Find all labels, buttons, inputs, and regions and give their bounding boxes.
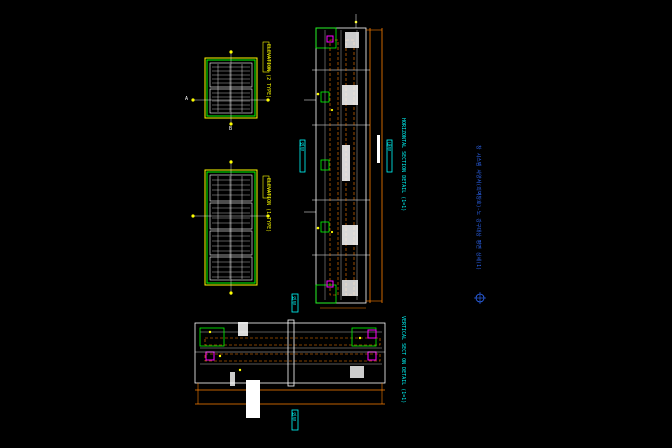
section-mark-b: B — [229, 126, 233, 132]
elevation-1-type — [191, 160, 270, 295]
exterior-tag-left: 외부 — [298, 142, 304, 152]
vertical-section-label: VERTICAL SECT ON DETAIL (1=1) — [400, 316, 406, 404]
side-note-label: 창 시스템 사양서(외벽창호)-노 강구대상 평면 상세(1) — [475, 145, 481, 271]
vertical-section-detail — [194, 293, 386, 431]
exterior-tag-top: 외부 — [290, 296, 296, 306]
elevation-2-type-label: ELEVATION (2 TYPE) — [265, 44, 271, 99]
elevation-1-type-label: ELEVATION (1 TYPE) — [265, 178, 271, 233]
section-mark-a: A — [185, 96, 189, 102]
horizontal-section-label: HORIZONTAL SECTION DETAIL (1=1) — [400, 118, 406, 212]
elevation-2-type — [191, 41, 270, 126]
horizontal-section-detail — [299, 14, 393, 309]
exterior-tag-bottom: 외부 — [290, 412, 296, 422]
side-note-marker — [474, 292, 486, 304]
interior-tag-right: 내부 — [385, 142, 391, 152]
